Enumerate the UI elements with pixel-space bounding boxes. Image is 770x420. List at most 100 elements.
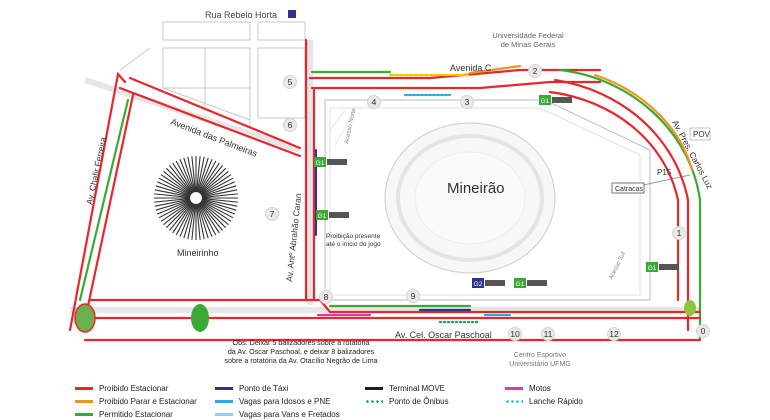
place-mineirinho: Mineirinho xyxy=(177,248,219,258)
street-acesso-sul: Acesso Sul xyxy=(608,251,627,281)
marker-tag-3 xyxy=(485,280,505,286)
gate-number-7: 7 xyxy=(270,209,275,219)
legend-label: Motos xyxy=(529,384,551,393)
mineirinho-arena xyxy=(154,156,238,240)
street-av-oscar: Av. Cel. Oscar Paschoal xyxy=(395,330,492,340)
gate-badge-2 xyxy=(528,64,542,78)
marker-tag-1 xyxy=(329,212,349,218)
mineirao-stadium xyxy=(384,122,556,274)
marker-tag-4 xyxy=(659,264,679,270)
gate-number-3: 3 xyxy=(465,97,470,107)
street-avenida-c: Avenida C xyxy=(450,63,492,73)
marker-label-3: G2 xyxy=(474,281,483,288)
legend-item-2: Permitido Estacionar xyxy=(75,410,173,419)
place-p15: P15 xyxy=(657,168,672,177)
legend-item-4: Vagas para Idosos e PNE xyxy=(215,397,330,406)
gate-badge-11 xyxy=(541,327,555,341)
city-blocks xyxy=(119,21,306,128)
marker-label-4: G1 xyxy=(648,265,657,272)
marker-tag-5 xyxy=(527,280,547,286)
gate-badge-7 xyxy=(265,207,279,221)
street-av-abrahao: Av. Antº Abrahão Caran xyxy=(284,193,303,283)
legend-item-1: Proibido Parar e Estacionar xyxy=(75,397,197,406)
marker-tag-0 xyxy=(327,159,347,165)
legend-swatch xyxy=(505,400,523,403)
gate-badge-8 xyxy=(319,290,333,304)
gate-badge-10 xyxy=(508,327,522,341)
legend-label: Ponto de Ônibus xyxy=(389,397,449,406)
legend-swatch xyxy=(215,400,233,403)
legend-label: Lanche Rápido xyxy=(529,397,583,406)
gate-number-9: 9 xyxy=(411,291,416,301)
marker-label-0: G1 xyxy=(316,160,325,167)
roundabouts xyxy=(74,300,696,333)
legend-swatch xyxy=(75,413,93,416)
gate-number-12: 12 xyxy=(609,329,619,339)
legend-swatch xyxy=(215,413,233,416)
legend-label: Vagas para Vans e Fretados xyxy=(239,410,340,419)
marker-g2-3 xyxy=(472,278,484,288)
legend-item-5: Vagas para Vans e Fretados xyxy=(215,410,340,419)
marker-label-1: G1 xyxy=(318,213,327,220)
gate-badge-12 xyxy=(607,327,621,341)
gate-number-1: 1 xyxy=(677,228,682,238)
legend-item-3: Ponto de Táxi xyxy=(215,384,288,393)
legend-item-6: Terminal MOVE xyxy=(365,384,445,393)
gate-number-0: 0 xyxy=(701,326,706,336)
gate-badge-3 xyxy=(460,95,474,109)
gate-number-5: 5 xyxy=(288,77,293,87)
marker-tag-2 xyxy=(552,97,572,103)
marker-g1-5 xyxy=(514,278,526,288)
pov-box xyxy=(689,127,711,141)
place-catracas: Catracas xyxy=(615,186,644,193)
legend-label: Permitido Estacionar xyxy=(99,410,173,419)
legend-swatch xyxy=(505,387,523,390)
legend-item-8: Motos xyxy=(505,384,551,393)
gate-number-4: 4 xyxy=(372,97,377,107)
legend-label: Proibido Parar e Estacionar xyxy=(99,397,197,406)
obs-note: Obs: Deixar 5 balizadores sobre a rotató… xyxy=(224,338,377,365)
marker-label-2: G1 xyxy=(541,98,550,105)
gate-number-10: 10 xyxy=(510,329,520,339)
parking-icon xyxy=(288,10,296,18)
legend-label: Ponto de Táxi xyxy=(239,384,289,393)
legend-item-9: Lanche Rápido xyxy=(505,397,583,406)
gate-badge-9 xyxy=(406,289,420,303)
legend-label: Terminal MOVE xyxy=(389,384,446,393)
legend-label: Proibido Estacionar xyxy=(99,384,169,393)
marker-label-5: G1 xyxy=(516,281,525,288)
marker-g1-0 xyxy=(314,157,326,167)
legend-swatch xyxy=(75,400,93,403)
gate-number-11: 11 xyxy=(544,329,553,339)
gate-number-2: 2 xyxy=(533,66,538,76)
marker-g1-2 xyxy=(539,95,551,105)
place-pov: POV xyxy=(693,130,711,139)
gate-badge-1 xyxy=(672,226,686,240)
gate-badge-6 xyxy=(283,118,297,132)
map-svg: Rua Rebelo Horta Avenida C Avenida das P… xyxy=(68,10,715,368)
marker-g1-1 xyxy=(316,210,328,220)
gate-badge-5 xyxy=(283,75,297,89)
gate-badge-0 xyxy=(696,324,710,338)
gate-number-6: 6 xyxy=(288,120,293,130)
place-mineirao: Mineirão xyxy=(447,180,505,197)
legend-item-7: Ponto de Ônibus xyxy=(365,397,449,406)
legend-swatch xyxy=(365,387,383,390)
catracas-box xyxy=(611,182,645,194)
legend-swatch xyxy=(365,400,383,403)
gate-number-8: 8 xyxy=(324,292,329,302)
street-rua-rebelo-horta: Rua Rebelo Horta xyxy=(205,10,277,20)
legend-swatch xyxy=(75,387,93,390)
legend-label: Vagas para Idosos e PNE xyxy=(239,397,331,406)
curb-lines xyxy=(68,38,702,342)
legend-item-0: Proibido Estacionar xyxy=(75,384,168,393)
legend-swatch xyxy=(215,387,233,390)
marker-g1-4 xyxy=(646,262,658,272)
